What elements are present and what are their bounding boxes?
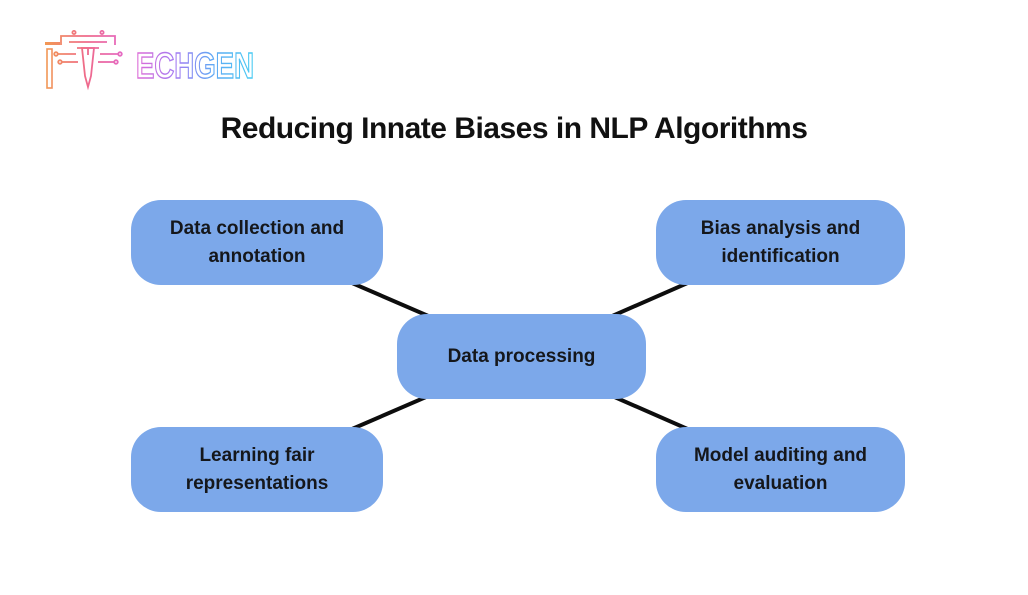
logo-letter-i	[45, 42, 60, 89]
page-title: Reducing Innate Biases in NLP Algorithms	[220, 112, 808, 145]
node-learning-fair: Learning fair representations	[131, 427, 383, 512]
node-label: Data processing	[447, 345, 596, 367]
node-label: Learning fair representations	[185, 444, 329, 494]
node-data-processing: Data processing	[397, 314, 646, 399]
node-bias-analysis: Bias analysis and identification	[656, 200, 905, 285]
node-data-collection: Data collection and annotation	[131, 200, 383, 285]
logo-wordmark: ECHGEN	[136, 45, 254, 86]
node-label: Data collection and annotation	[169, 217, 345, 267]
node-model-auditing: Model auditing and evaluation	[656, 427, 905, 512]
itechgen-logo: ECHGEN	[44, 29, 256, 94]
itechgen-logo-graphic: ECHGEN	[45, 29, 255, 91]
node-label: Bias analysis and identification	[700, 217, 861, 267]
node-label: Model auditing and evaluation	[693, 444, 868, 494]
logo-t-emblem-icon	[53, 29, 123, 91]
